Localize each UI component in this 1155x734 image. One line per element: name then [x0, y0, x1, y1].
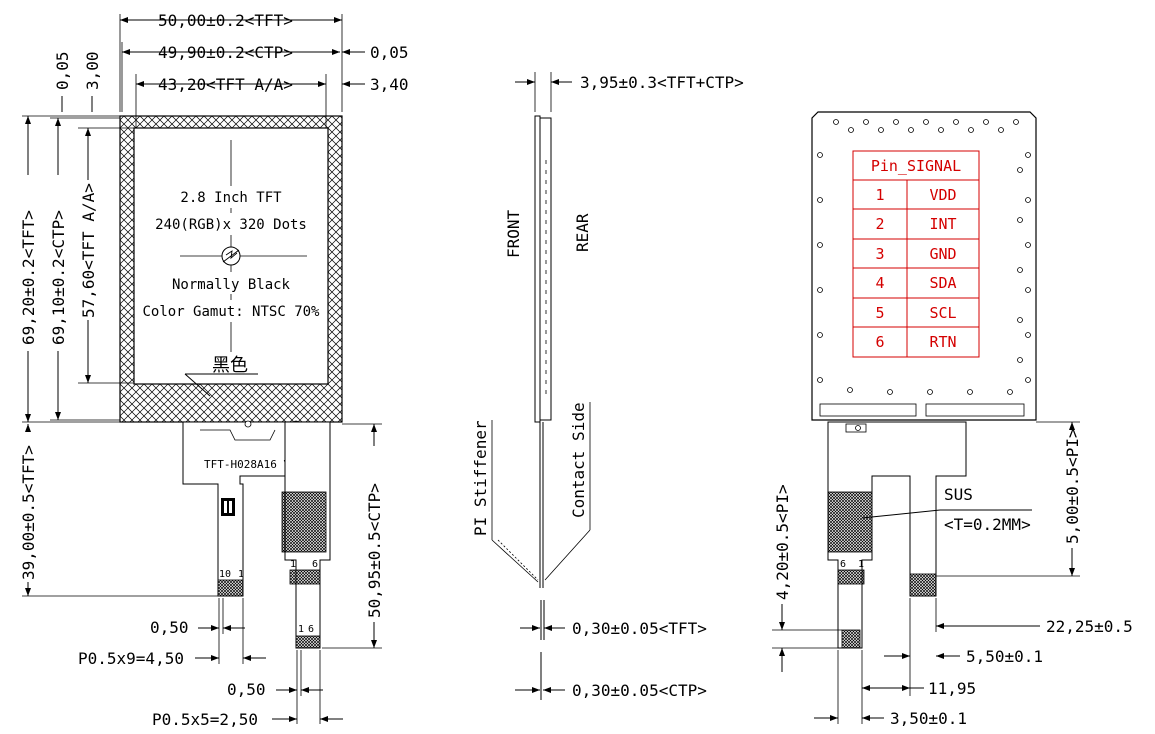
ctp-stiffener — [281, 491, 327, 553]
sus-label: SUS — [944, 485, 973, 504]
ctp-pin-1b-label: 1 — [298, 624, 304, 635]
dim-len-1195: 11,95 — [928, 679, 976, 698]
ctp-connector-pads-a — [289, 569, 321, 585]
pin-signal: SDA — [929, 274, 956, 292]
pin-table: Pin_SIGNAL 1 VDD 2 INT 3 GND 4 SDA 5 SCL… — [852, 150, 980, 358]
panel-resolution-text: 240(RGB)x 320 Dots — [155, 217, 307, 233]
pin-number: 1 — [875, 186, 884, 204]
ctp-pin-6-label: 6 — [312, 559, 318, 570]
pin-signal: INT — [929, 215, 956, 233]
rear-pin-1-label: 1 — [858, 559, 864, 570]
dim-gap-300-vert: 3,00 — [83, 51, 102, 90]
dim-len-350: 3,50±0.1 — [890, 709, 967, 728]
front-label: FRONT — [504, 209, 523, 258]
pin-signal: SCL — [929, 304, 956, 322]
dim-aa-width: 43,20<TFT A/A> — [158, 75, 293, 94]
dim-ctp-height: 69,10±0.2<CTP> — [49, 210, 68, 345]
pin-signal: RTN — [929, 333, 956, 351]
dim-fpc-ctp-length: 50,95±0.5<CTP> — [365, 483, 384, 618]
dim-pitch-ctp: P0.5x5=2,50 — [152, 710, 258, 729]
panel-gamut-text: Color Gamut: NTSC 70% — [142, 304, 320, 320]
dim-thickness: 3,95±0.3<TFT+CTP> — [580, 73, 744, 92]
pin-number: 3 — [875, 245, 884, 263]
pin-number: 2 — [875, 215, 884, 233]
dim-gap-005: 0,05 — [370, 43, 409, 62]
ctp-connector-pads-b — [295, 635, 321, 649]
dim-tft-fpc-thickness: 0,30±0.05<TFT> — [572, 619, 707, 638]
dim-tft-width: 50,00±0.2<TFT> — [158, 11, 293, 30]
stiffener-label: PI Stiffener — [471, 420, 490, 536]
contact-side-label: Contact Side — [569, 402, 588, 518]
pin-number: 6 — [875, 333, 884, 351]
pin-number: 5 — [875, 304, 884, 322]
dim-tft-height: 69,20±0.2<TFT> — [19, 210, 38, 345]
tft-pin-10-label: 10 — [219, 569, 231, 580]
panel-size-text: 2.8 Inch TFT — [180, 190, 282, 206]
dim-fpc-tft-length: 39,00±0.5<TFT> — [19, 445, 38, 580]
pin-signal: GND — [929, 245, 956, 263]
dim-pi-500: 5,00±0.5<PI> — [1063, 428, 1082, 544]
tft-pin-1-label: 1 — [238, 569, 244, 580]
rear-label: REAR — [573, 213, 592, 252]
dim-ctp-width: 49,90±0.2<CTP> — [158, 43, 293, 62]
pin-number: 4 — [875, 274, 884, 292]
dim-ctp-fpc-thickness: 0,30±0.05<CTP> — [572, 681, 707, 700]
tft-connector-pads — [217, 579, 244, 597]
side-profile-ctp — [534, 115, 541, 423]
dim-gap-340: 3,40 — [370, 75, 409, 94]
dim-len-550: 5,50±0.1 — [966, 647, 1043, 666]
rear-ctp-pads — [837, 569, 865, 585]
color-note: 黑色 — [212, 355, 248, 376]
sus-thickness: <T=0.2MM> — [944, 515, 1031, 534]
rear-view: Pin_SIGNAL 1 VDD 2 INT 3 GND 4 SDA 5 SCL… — [772, 111, 1133, 728]
sus-stiffener — [827, 491, 873, 553]
pin-table-header: Pin_SIGNAL — [871, 157, 961, 175]
rear-tft-end-pads — [909, 573, 937, 597]
ctp-pin-1-label: 1 — [290, 559, 296, 570]
rear-holes — [817, 119, 1031, 395]
rear-ctp-end-pads — [841, 629, 861, 649]
pin-signal: VDD — [929, 186, 956, 204]
side-profile-tft — [539, 117, 552, 421]
fpc-label: TFT-H028A16 V2 — [204, 458, 297, 471]
dim-pitch-tft: P0.5x9=4,50 — [78, 649, 184, 668]
dim-gap-005-vert: 0,05 — [53, 51, 72, 90]
fpc-marker — [221, 498, 235, 516]
rear-pin-6-label: 6 — [840, 559, 846, 570]
front-view: 50,00±0.2<TFT> 49,90±0.2<CTP> 0,05 43,20… — [19, 11, 409, 729]
panel-mode-text: Normally Black — [172, 277, 291, 293]
dim-aa-height: 57,60<TFT A/A> — [79, 183, 98, 318]
ctp-pin-6b-label: 6 — [308, 624, 314, 635]
side-view: 3,95±0.3<TFT+CTP> FRONT REAR PI Stiffene… — [471, 72, 744, 700]
dim-len-2225: 22,25±0.5 — [1046, 617, 1133, 636]
dim-pitch-050-b: 0,50 — [227, 680, 266, 699]
dim-pitch-050-a: 0,50 — [150, 618, 189, 637]
dim-pi-420: 4,20±0.5<PI> — [773, 484, 792, 600]
